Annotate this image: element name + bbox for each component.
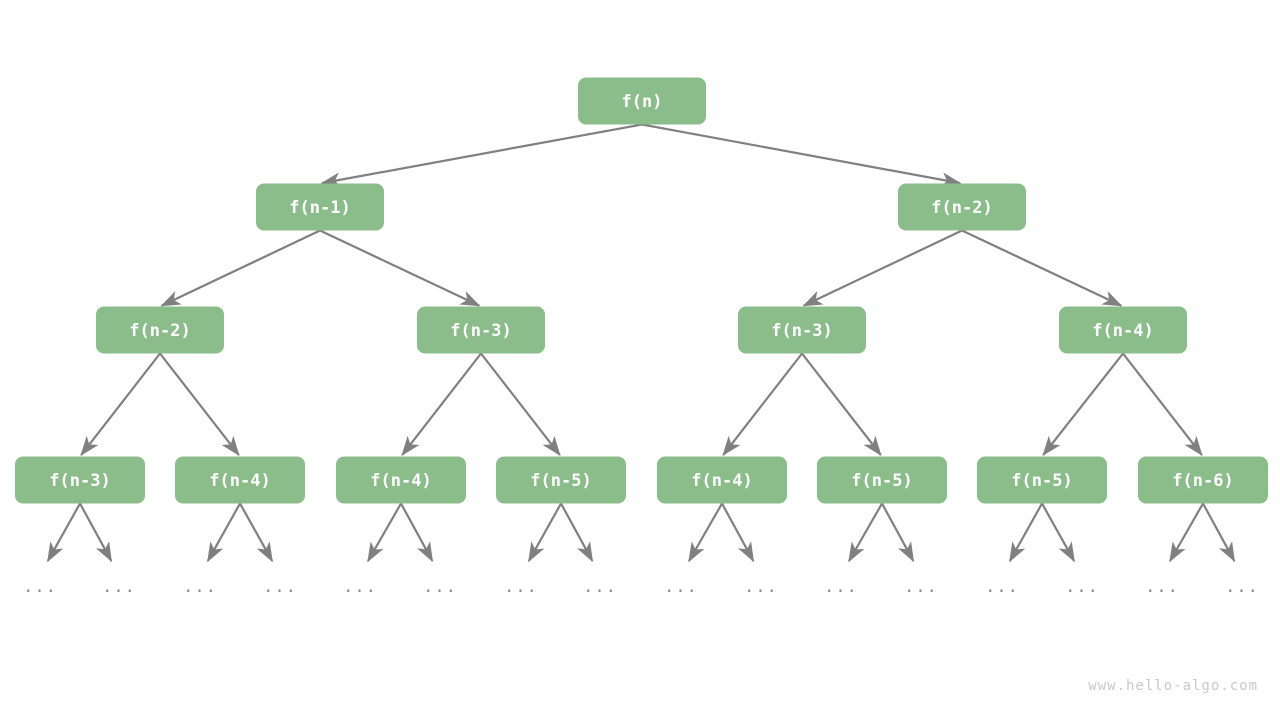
tree-node-label: f(n-5) xyxy=(1011,471,1072,491)
tree-edge-ellipsis xyxy=(1169,502,1204,563)
tree-edge xyxy=(480,352,561,456)
tree-edge-ellipsis xyxy=(367,502,402,563)
tree-node[interactable]: f(n) xyxy=(578,77,706,125)
ellipsis-label: ... xyxy=(423,577,457,597)
tree-node[interactable]: f(n-5) xyxy=(817,456,947,504)
tree-edge-ellipsis xyxy=(688,502,723,563)
ellipsis-label: ... xyxy=(744,577,778,597)
tree-node-box xyxy=(1138,456,1268,504)
tree-node-label: f(n) xyxy=(622,92,663,112)
tree-node-label: f(n-2) xyxy=(931,198,992,218)
tree-node-label: f(n-2) xyxy=(129,321,190,341)
ellipsis-label: ... xyxy=(343,577,377,597)
tree-node[interactable]: f(n-6) xyxy=(1138,456,1268,504)
tree-edge-ellipsis xyxy=(1202,502,1236,563)
tree-node[interactable]: f(n-4) xyxy=(336,456,466,504)
tree-node[interactable]: f(n-4) xyxy=(657,456,787,504)
tree-node-box xyxy=(898,183,1026,231)
tree-edge-ellipsis xyxy=(848,502,883,563)
ellipsis-label: ... xyxy=(904,577,938,597)
tree-edge-ellipsis xyxy=(79,502,113,563)
tree-node[interactable]: f(n-3) xyxy=(738,306,866,354)
tree-edge xyxy=(722,352,803,456)
ellipsis-label: ... xyxy=(23,577,57,597)
tree-edge-ellipsis xyxy=(46,502,81,563)
ellipsis-label: ... xyxy=(824,577,858,597)
ellipsis-label: ... xyxy=(183,577,217,597)
ellipsis-label: ... xyxy=(583,577,617,597)
tree-edge-ellipsis xyxy=(527,502,562,563)
nodes-layer: f(n) f(n-1) f(n-2) f(n-2) f(n-3) f(n-3) f(n-4)… xyxy=(15,77,1268,504)
tree-node-box xyxy=(1059,306,1187,354)
tree-node-label: f(n-1) xyxy=(289,198,350,218)
tree-edge-ellipsis xyxy=(881,502,915,563)
tree-node-label: f(n-4) xyxy=(370,471,431,491)
ellipsis-label: ... xyxy=(1145,577,1179,597)
tree-node[interactable]: f(n-5) xyxy=(496,456,626,504)
tree-node-label: f(n-4) xyxy=(691,471,752,491)
tree-edge-ellipsis xyxy=(1008,502,1043,563)
ellipsis-label: ... xyxy=(504,577,538,597)
tree-node-box xyxy=(977,456,1107,504)
tree-node-box xyxy=(817,456,947,504)
tree-edge xyxy=(802,229,963,307)
tree-edge xyxy=(320,123,643,188)
tree-node[interactable]: f(n-4) xyxy=(175,456,305,504)
edges-layer xyxy=(80,123,1203,456)
ellipsis-label: ... xyxy=(664,577,698,597)
tree-node-box xyxy=(657,456,787,504)
tree-node-box xyxy=(96,306,224,354)
ellipsis-layer: ........................................… xyxy=(23,577,1259,597)
tree-node[interactable]: f(n-3) xyxy=(15,456,145,504)
tree-node[interactable]: f(n-1) xyxy=(256,183,384,231)
tree-node-label: f(n-5) xyxy=(530,471,591,491)
tree-node[interactable]: f(n-2) xyxy=(96,306,224,354)
tree-edge xyxy=(961,229,1123,307)
tree-edge xyxy=(80,352,161,456)
tree-node-label: f(n-3) xyxy=(49,471,110,491)
tree-node-box xyxy=(578,77,706,125)
ellipsis-label: ... xyxy=(985,577,1019,597)
tree-edge-ellipsis xyxy=(560,502,594,563)
tree-node[interactable]: f(n-4) xyxy=(1059,306,1187,354)
ellipsis-label: ... xyxy=(1065,577,1099,597)
tree-node-box xyxy=(336,456,466,504)
tree-edge-ellipsis xyxy=(1041,502,1076,563)
watermark: www.hello-algo.com xyxy=(1088,678,1258,694)
tree-node-box xyxy=(738,306,866,354)
tree-edge xyxy=(160,229,321,307)
ellipsis-label: ... xyxy=(263,577,297,597)
tree-edge-ellipsis xyxy=(206,502,241,563)
tree-edge xyxy=(319,229,481,307)
tree-node-box xyxy=(15,456,145,504)
tree-node[interactable]: f(n-2) xyxy=(898,183,1026,231)
tree-node-label: f(n-3) xyxy=(771,321,832,341)
tree-edge xyxy=(401,352,482,456)
tree-edge xyxy=(1122,352,1203,456)
tree-node-box xyxy=(417,306,545,354)
ellipsis-edges-layer xyxy=(46,502,1236,563)
tree-node-label: f(n-4) xyxy=(209,471,270,491)
ellipsis-label: ... xyxy=(1225,577,1259,597)
tree-edge-ellipsis xyxy=(721,502,755,563)
tree-node[interactable]: f(n-3) xyxy=(417,306,545,354)
tree-node-label: f(n-4) xyxy=(1092,321,1153,341)
tree-edge xyxy=(1042,352,1124,456)
tree-node-box xyxy=(256,183,384,231)
tree-edge-ellipsis xyxy=(400,502,434,563)
ellipsis-label: ... xyxy=(102,577,136,597)
tree-edge xyxy=(801,352,882,456)
tree-node[interactable]: f(n-5) xyxy=(977,456,1107,504)
tree-node-box xyxy=(175,456,305,504)
tree-node-label: f(n-3) xyxy=(450,321,511,341)
tree-node-label: f(n-6) xyxy=(1172,471,1233,491)
tree-node-label: f(n-5) xyxy=(851,471,912,491)
tree-node-box xyxy=(496,456,626,504)
tree-edge-ellipsis xyxy=(239,502,274,563)
tree-edge xyxy=(641,123,962,188)
tree-edge xyxy=(159,352,240,456)
